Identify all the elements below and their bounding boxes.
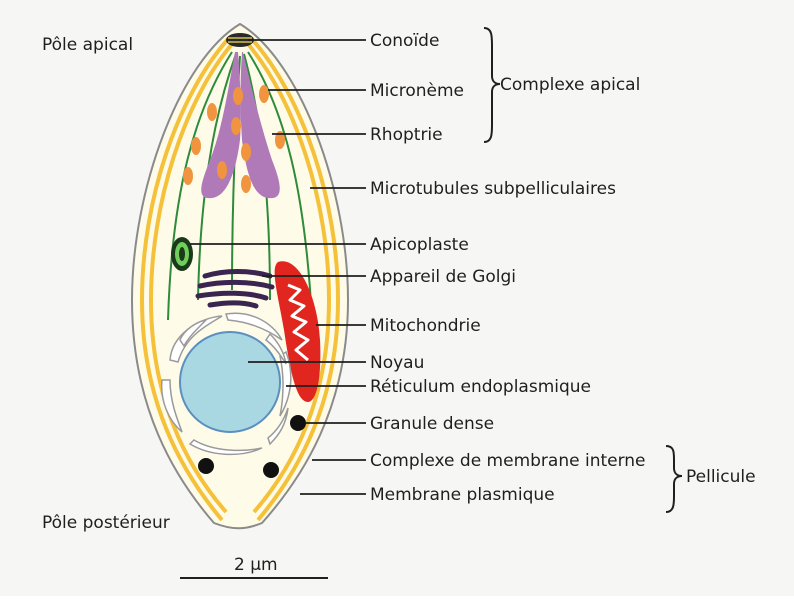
- scale-bar-label: 2 µm: [234, 555, 278, 575]
- microneme: [241, 175, 251, 193]
- pole-apical-label: Pôle apical: [42, 35, 133, 55]
- label-rhoptrie: Rhoptrie: [370, 125, 443, 145]
- label-membrane-interne: Complexe de membrane interne: [370, 451, 646, 471]
- label-microtubules: Microtubules subpelliculaires: [370, 179, 616, 199]
- group-label-complexe-apical: Complexe apical: [500, 75, 640, 95]
- dense-granule: [263, 462, 279, 478]
- microneme: [231, 117, 241, 135]
- microneme: [259, 85, 269, 103]
- label-golgi: Appareil de Golgi: [370, 267, 516, 287]
- group-label-pellicule: Pellicule: [686, 467, 756, 487]
- nucleus: [180, 332, 280, 432]
- apicoplast: [171, 237, 193, 271]
- brace-complexe-apical: [484, 28, 500, 142]
- label-reticulum: Réticulum endoplasmique: [370, 377, 591, 397]
- microneme: [217, 161, 227, 179]
- microneme: [241, 143, 251, 161]
- label-membrane-plasmique: Membrane plasmique: [370, 485, 555, 505]
- brace-pellicule: [666, 446, 682, 512]
- microneme: [233, 87, 243, 105]
- dense-granule: [198, 458, 214, 474]
- label-apicoplaste: Apicoplaste: [370, 235, 469, 255]
- microneme: [191, 137, 201, 155]
- label-mitochondrie: Mitochondrie: [370, 316, 481, 336]
- label-noyau: Noyau: [370, 353, 424, 373]
- label-conoide: Conoïde: [370, 31, 439, 51]
- label-microneme: Micronème: [370, 81, 464, 101]
- label-granule: Granule dense: [370, 414, 494, 434]
- dense-granule: [290, 415, 306, 431]
- microneme: [183, 167, 193, 185]
- pole-posterieur-label: Pôle postérieur: [42, 513, 170, 533]
- microneme: [207, 103, 217, 121]
